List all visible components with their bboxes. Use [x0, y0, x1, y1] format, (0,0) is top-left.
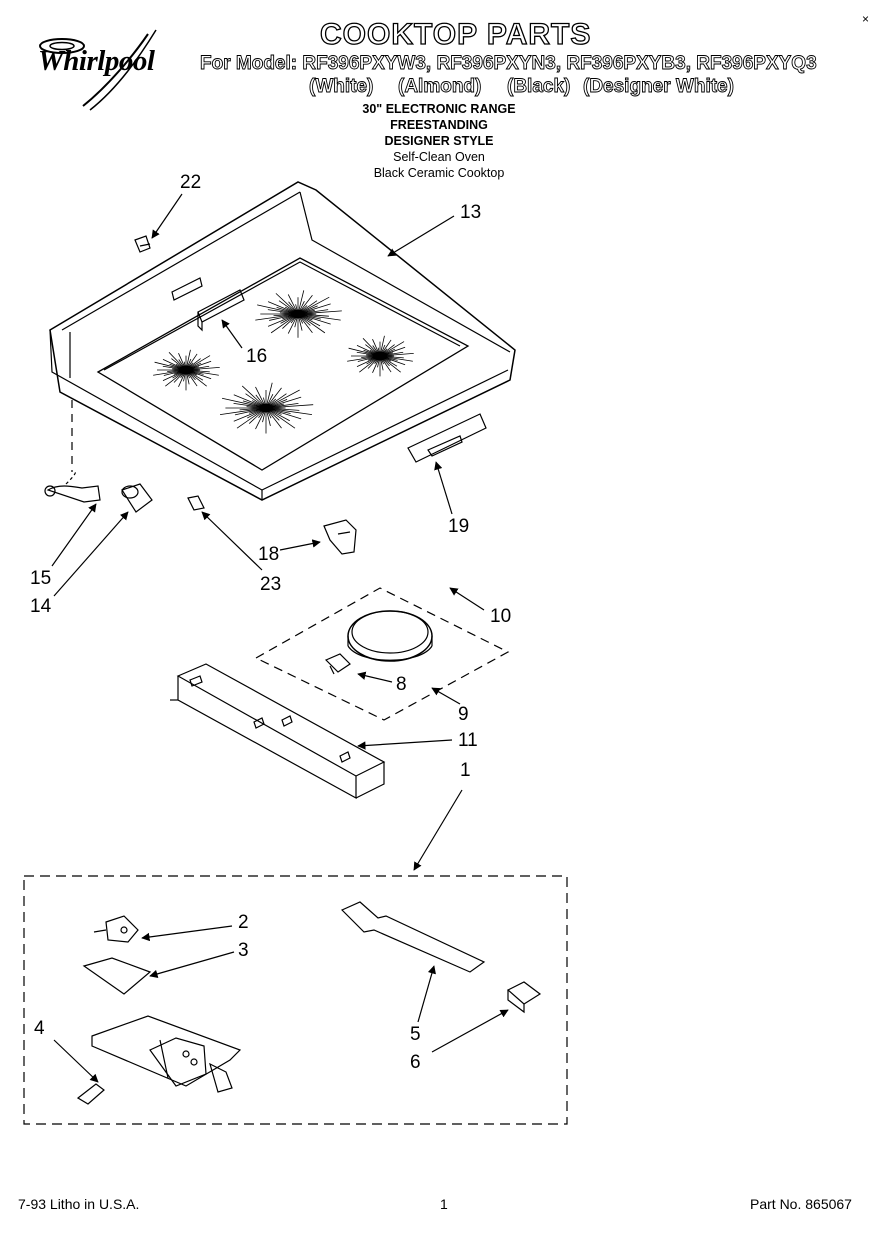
callout-6: 6: [410, 1052, 421, 1073]
callout-leaders: [51, 193, 509, 1083]
bracket-assembly: [91, 1015, 242, 1093]
callout-9: 9: [458, 704, 469, 725]
part-15-wire: [44, 469, 101, 503]
cooktop-frame: [49, 181, 516, 501]
callout-2: 2: [238, 912, 249, 933]
corner-mark: ×: [862, 12, 870, 26]
subtitle-range: 30" ELECTRONIC RANGE: [362, 102, 516, 116]
part-23-spring: [187, 495, 205, 511]
part-14-knob: [121, 483, 153, 513]
part-9-10-outline: [254, 587, 510, 721]
part-10-heating-element: [347, 610, 433, 662]
part-22-clip: [134, 235, 151, 253]
part-19-bracket: [407, 413, 487, 463]
color-black: (Black): [507, 76, 571, 98]
callout-1: 1: [460, 760, 471, 781]
callout-4: 4: [34, 1018, 45, 1039]
page-title: COOKTOP PARTS: [319, 17, 592, 51]
whirlpool-logo: [28, 26, 188, 116]
callout-16: 16: [246, 346, 268, 367]
part-8-terminal: [324, 653, 351, 675]
callout-22: 22: [180, 172, 202, 193]
color-designer-white: (Designer White): [583, 76, 735, 98]
color-white: (White): [309, 76, 374, 98]
part-1-kit-outline: [23, 875, 568, 1125]
footer-page-number: 1: [440, 1196, 448, 1212]
burner-front-left-radiant: [153, 349, 220, 391]
brand-name: Whirlpool: [38, 45, 155, 77]
part-11-channel: [170, 663, 386, 800]
part-16-trim: [197, 289, 245, 332]
burner-back-left-radiant: [255, 290, 342, 338]
callout-3: 3: [238, 940, 249, 961]
callout-13: 13: [460, 202, 482, 223]
burner-front-right-radiant: [219, 382, 314, 434]
control-slot: [171, 277, 203, 301]
subtitle-cooktop: Black Ceramic Cooktop: [373, 166, 505, 180]
callout-15: 15: [30, 568, 52, 589]
subtitle-freestanding: FREESTANDING: [390, 118, 488, 132]
footer-litho: 7-93 Litho in U.S.A.: [18, 1196, 140, 1212]
burner-radiants: [153, 290, 414, 434]
callout-8: 8: [396, 674, 407, 695]
whirlpool-swirl-icon: [39, 29, 157, 111]
part-4-tab: [76, 1083, 105, 1105]
model-line: For Model: RF396PXYW3, RF396PXYN3, RF396…: [200, 53, 818, 75]
callout-11: 11: [458, 730, 478, 751]
callout-23: 23: [260, 574, 282, 595]
subtitle-style: DESIGNER STYLE: [384, 134, 494, 148]
part-6-block: [506, 981, 542, 1014]
callout-18: 18: [258, 544, 280, 565]
part-2-thermostat: [93, 915, 139, 943]
part-5-element-bracket: [340, 901, 486, 973]
burner-back-right-radiant: [347, 335, 414, 377]
footer-part-number: Part No. 865067: [750, 1196, 852, 1212]
callout-5: 5: [410, 1024, 421, 1045]
part-18-switch: [323, 519, 357, 555]
callout-19: 19: [448, 516, 470, 537]
subtitle-oven: Self-Clean Oven: [393, 150, 485, 164]
callout-10: 10: [490, 606, 512, 627]
color-almond: (Almond): [398, 76, 482, 98]
callout-14: 14: [30, 596, 52, 617]
part-3-insulator: [82, 957, 152, 995]
